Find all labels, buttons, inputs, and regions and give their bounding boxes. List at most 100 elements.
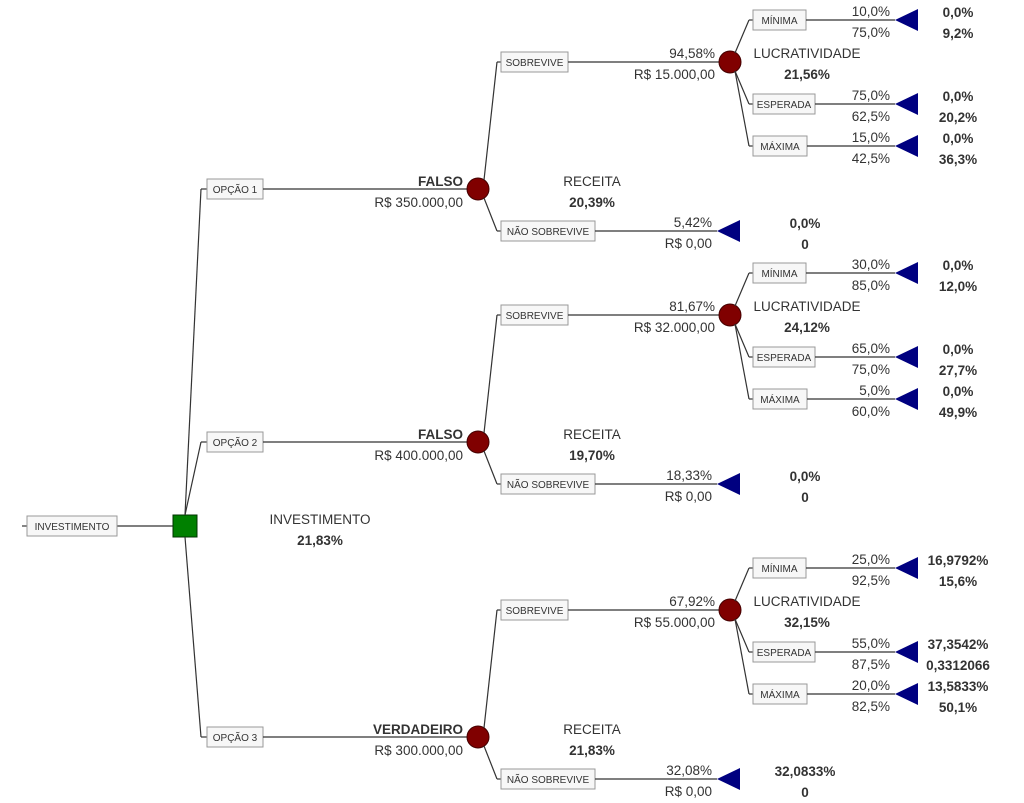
terminal-node-icon[interactable] bbox=[895, 641, 918, 663]
chance-node-icon[interactable] bbox=[466, 430, 490, 454]
outcome-probability: 20,0% bbox=[852, 678, 890, 693]
terminal-node-icon[interactable] bbox=[717, 768, 740, 790]
chance-node-icon[interactable] bbox=[466, 177, 490, 201]
option-cost: R$ 350.000,00 bbox=[374, 195, 463, 210]
terminal-result-2: 0 bbox=[801, 237, 809, 252]
branch-line bbox=[734, 70, 750, 147]
outcome-probability: 15,0% bbox=[852, 130, 890, 145]
outcome-box-label: MÁXIMA bbox=[760, 393, 800, 406]
outcome-value: 92,5% bbox=[852, 573, 890, 588]
option-box-label: OPÇÃO 3 bbox=[213, 731, 258, 744]
outcome-value: 42,5% bbox=[852, 151, 890, 166]
terminal-result-1: 0,0% bbox=[943, 258, 974, 273]
terminal-node-icon[interactable] bbox=[895, 9, 918, 31]
option-cost: R$ 400.000,00 bbox=[374, 448, 463, 463]
terminal-result-1: 32,0833% bbox=[775, 764, 836, 779]
outcome-value: 75,0% bbox=[852, 25, 890, 40]
branch-line bbox=[734, 323, 750, 358]
not-survive-box-label: NÃO SOBREVIVE bbox=[507, 773, 590, 786]
option-box-label: OPÇÃO 1 bbox=[213, 183, 258, 196]
branch-line bbox=[184, 441, 202, 516]
terminal-node-icon[interactable] bbox=[717, 473, 740, 495]
outcome-box-label: ESPERADA bbox=[757, 353, 812, 364]
decision-value: VERDADEIRO bbox=[373, 722, 463, 737]
survive-probability: 81,67% bbox=[669, 299, 715, 314]
decision-node-icon[interactable] bbox=[172, 514, 198, 538]
terminal-node-icon[interactable] bbox=[895, 388, 918, 410]
receita-value: 20,39% bbox=[569, 195, 615, 210]
terminal-result-2: 49,9% bbox=[939, 405, 977, 420]
root-node-box[interactable] bbox=[26, 515, 118, 537]
branch-line bbox=[483, 197, 498, 232]
not-survive-box-label: NÃO SOBREVIVE bbox=[507, 478, 590, 491]
not-survive-probability: 18,33% bbox=[666, 468, 712, 483]
terminal-result-2: 0 bbox=[801, 490, 809, 505]
terminal-node-icon[interactable] bbox=[895, 683, 918, 705]
terminal-node-icon[interactable] bbox=[895, 262, 918, 284]
outcome-box-label: MÁXIMA bbox=[760, 688, 800, 701]
root-metric-label: INVESTIMENTO bbox=[269, 512, 370, 527]
branch-line bbox=[184, 536, 202, 738]
outcome-box-label: MÁXIMA bbox=[760, 140, 800, 153]
option-box-label: OPÇÃO 2 bbox=[213, 436, 258, 449]
branch-line bbox=[734, 618, 750, 653]
chance-node-icon[interactable] bbox=[718, 50, 742, 74]
not-survive-value: R$ 0,00 bbox=[665, 236, 712, 251]
terminal-result-2: 50,1% bbox=[939, 700, 977, 715]
terminal-node-icon[interactable] bbox=[717, 220, 740, 242]
not-survive-value: R$ 0,00 bbox=[665, 784, 712, 799]
terminal-result-1: 0,0% bbox=[943, 342, 974, 357]
terminal-result-1: 16,9792% bbox=[928, 553, 989, 568]
outcome-probability: 55,0% bbox=[852, 636, 890, 651]
outcome-value: 60,0% bbox=[852, 404, 890, 419]
terminal-node-icon[interactable] bbox=[895, 557, 918, 579]
lucratividade-value: 21,56% bbox=[784, 67, 830, 82]
chance-node-icon[interactable] bbox=[718, 303, 742, 327]
lucratividade-label: LUCRATIVIDADE bbox=[753, 46, 860, 61]
branch-line bbox=[734, 70, 750, 105]
outcome-probability: 30,0% bbox=[852, 257, 890, 272]
outcome-probability: 75,0% bbox=[852, 88, 890, 103]
not-survive-probability: 5,42% bbox=[674, 215, 712, 230]
branch-line bbox=[734, 272, 750, 307]
terminal-result-1: 0,0% bbox=[943, 384, 974, 399]
branch-line bbox=[734, 19, 750, 54]
receita-label: RECEITA bbox=[563, 722, 621, 737]
branch-line bbox=[483, 609, 498, 729]
receita-value: 19,70% bbox=[569, 448, 615, 463]
terminal-result-2: 27,7% bbox=[939, 363, 977, 378]
not-survive-value: R$ 0,00 bbox=[665, 489, 712, 504]
terminal-result-1: 0,0% bbox=[943, 5, 974, 20]
chance-node-icon[interactable] bbox=[466, 725, 490, 749]
receita-value: 21,83% bbox=[569, 743, 615, 758]
terminal-node-icon[interactable] bbox=[895, 346, 918, 368]
outcome-value: 82,5% bbox=[852, 699, 890, 714]
lucratividade-label: LUCRATIVIDADE bbox=[753, 299, 860, 314]
chance-node-icon[interactable] bbox=[718, 598, 742, 622]
terminal-node-icon[interactable] bbox=[895, 135, 918, 157]
receita-label: RECEITA bbox=[563, 427, 621, 442]
outcome-probability: 65,0% bbox=[852, 341, 890, 356]
terminal-node-icon[interactable] bbox=[895, 93, 918, 115]
outcome-value: 85,0% bbox=[852, 278, 890, 293]
receita-label: RECEITA bbox=[563, 174, 621, 189]
terminal-result-2: 15,6% bbox=[939, 574, 977, 589]
outcome-box-label: ESPERADA bbox=[757, 648, 812, 659]
branch-line bbox=[483, 314, 498, 434]
terminal-result-1: 13,5833% bbox=[928, 679, 989, 694]
outcome-box-label: MÍNIMA bbox=[761, 14, 797, 27]
terminal-result-1: 37,3542% bbox=[928, 637, 989, 652]
outcome-box-label: ESPERADA bbox=[757, 100, 812, 111]
terminal-result-2: 9,2% bbox=[943, 26, 974, 41]
outcome-value: 62,5% bbox=[852, 109, 890, 124]
branch-line bbox=[184, 188, 202, 516]
root-node-box-label: INVESTIMENTO bbox=[35, 522, 110, 533]
branch-line bbox=[734, 618, 750, 695]
terminal-result-1: 0,0% bbox=[790, 469, 821, 484]
terminal-result-1: 0,0% bbox=[943, 131, 974, 146]
outcome-box-label: MÍNIMA bbox=[761, 562, 797, 575]
outcome-probability: 10,0% bbox=[852, 4, 890, 19]
survive-probability: 94,58% bbox=[669, 46, 715, 61]
outcome-value: 75,0% bbox=[852, 362, 890, 377]
terminal-result-2: 12,0% bbox=[939, 279, 977, 294]
